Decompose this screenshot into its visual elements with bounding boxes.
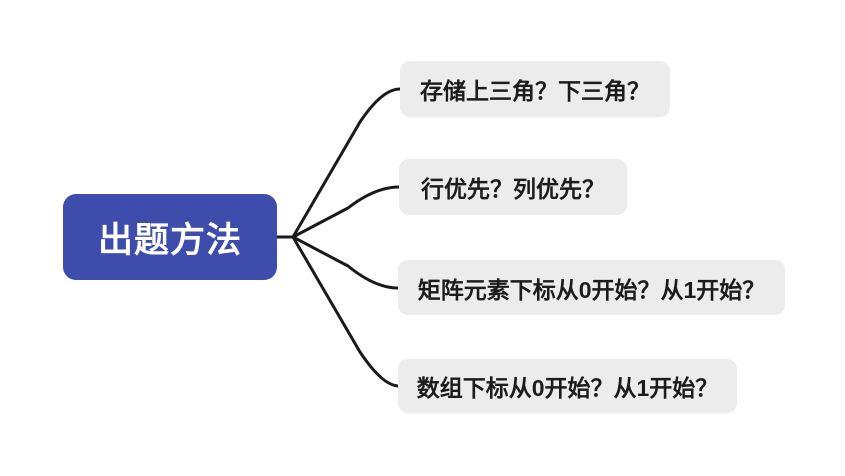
branch-node-row-col-priority[interactable]: 行优先？列优先？: [399, 159, 627, 215]
connector-branch-1: [291, 87, 402, 239]
branch-node-matrix-index-start[interactable]: 矩阵元素下标从0开始？从1开始？: [398, 260, 785, 315]
root-node[interactable]: 出题方法: [63, 194, 277, 280]
connector-branch-2: [291, 185, 401, 239]
branch-node-label: 存储上三角？下三角？: [420, 78, 650, 104]
connector-branch-4: [291, 235, 400, 388]
connector-branch-3: [291, 235, 400, 290]
branch-node-storage-triangle[interactable]: 存储上三角？下三角？: [400, 61, 670, 117]
branch-node-label: 行优先？列优先？: [421, 176, 605, 202]
branch-node-array-index-start[interactable]: 数组下标从0开始？从1开始？: [398, 359, 737, 413]
root-node-label: 出题方法: [97, 220, 242, 260]
branch-node-label: 数组下标从0开始？从1开始？: [416, 375, 719, 401]
branch-node-label: 矩阵元素下标从0开始？从1开始？: [417, 276, 766, 303]
